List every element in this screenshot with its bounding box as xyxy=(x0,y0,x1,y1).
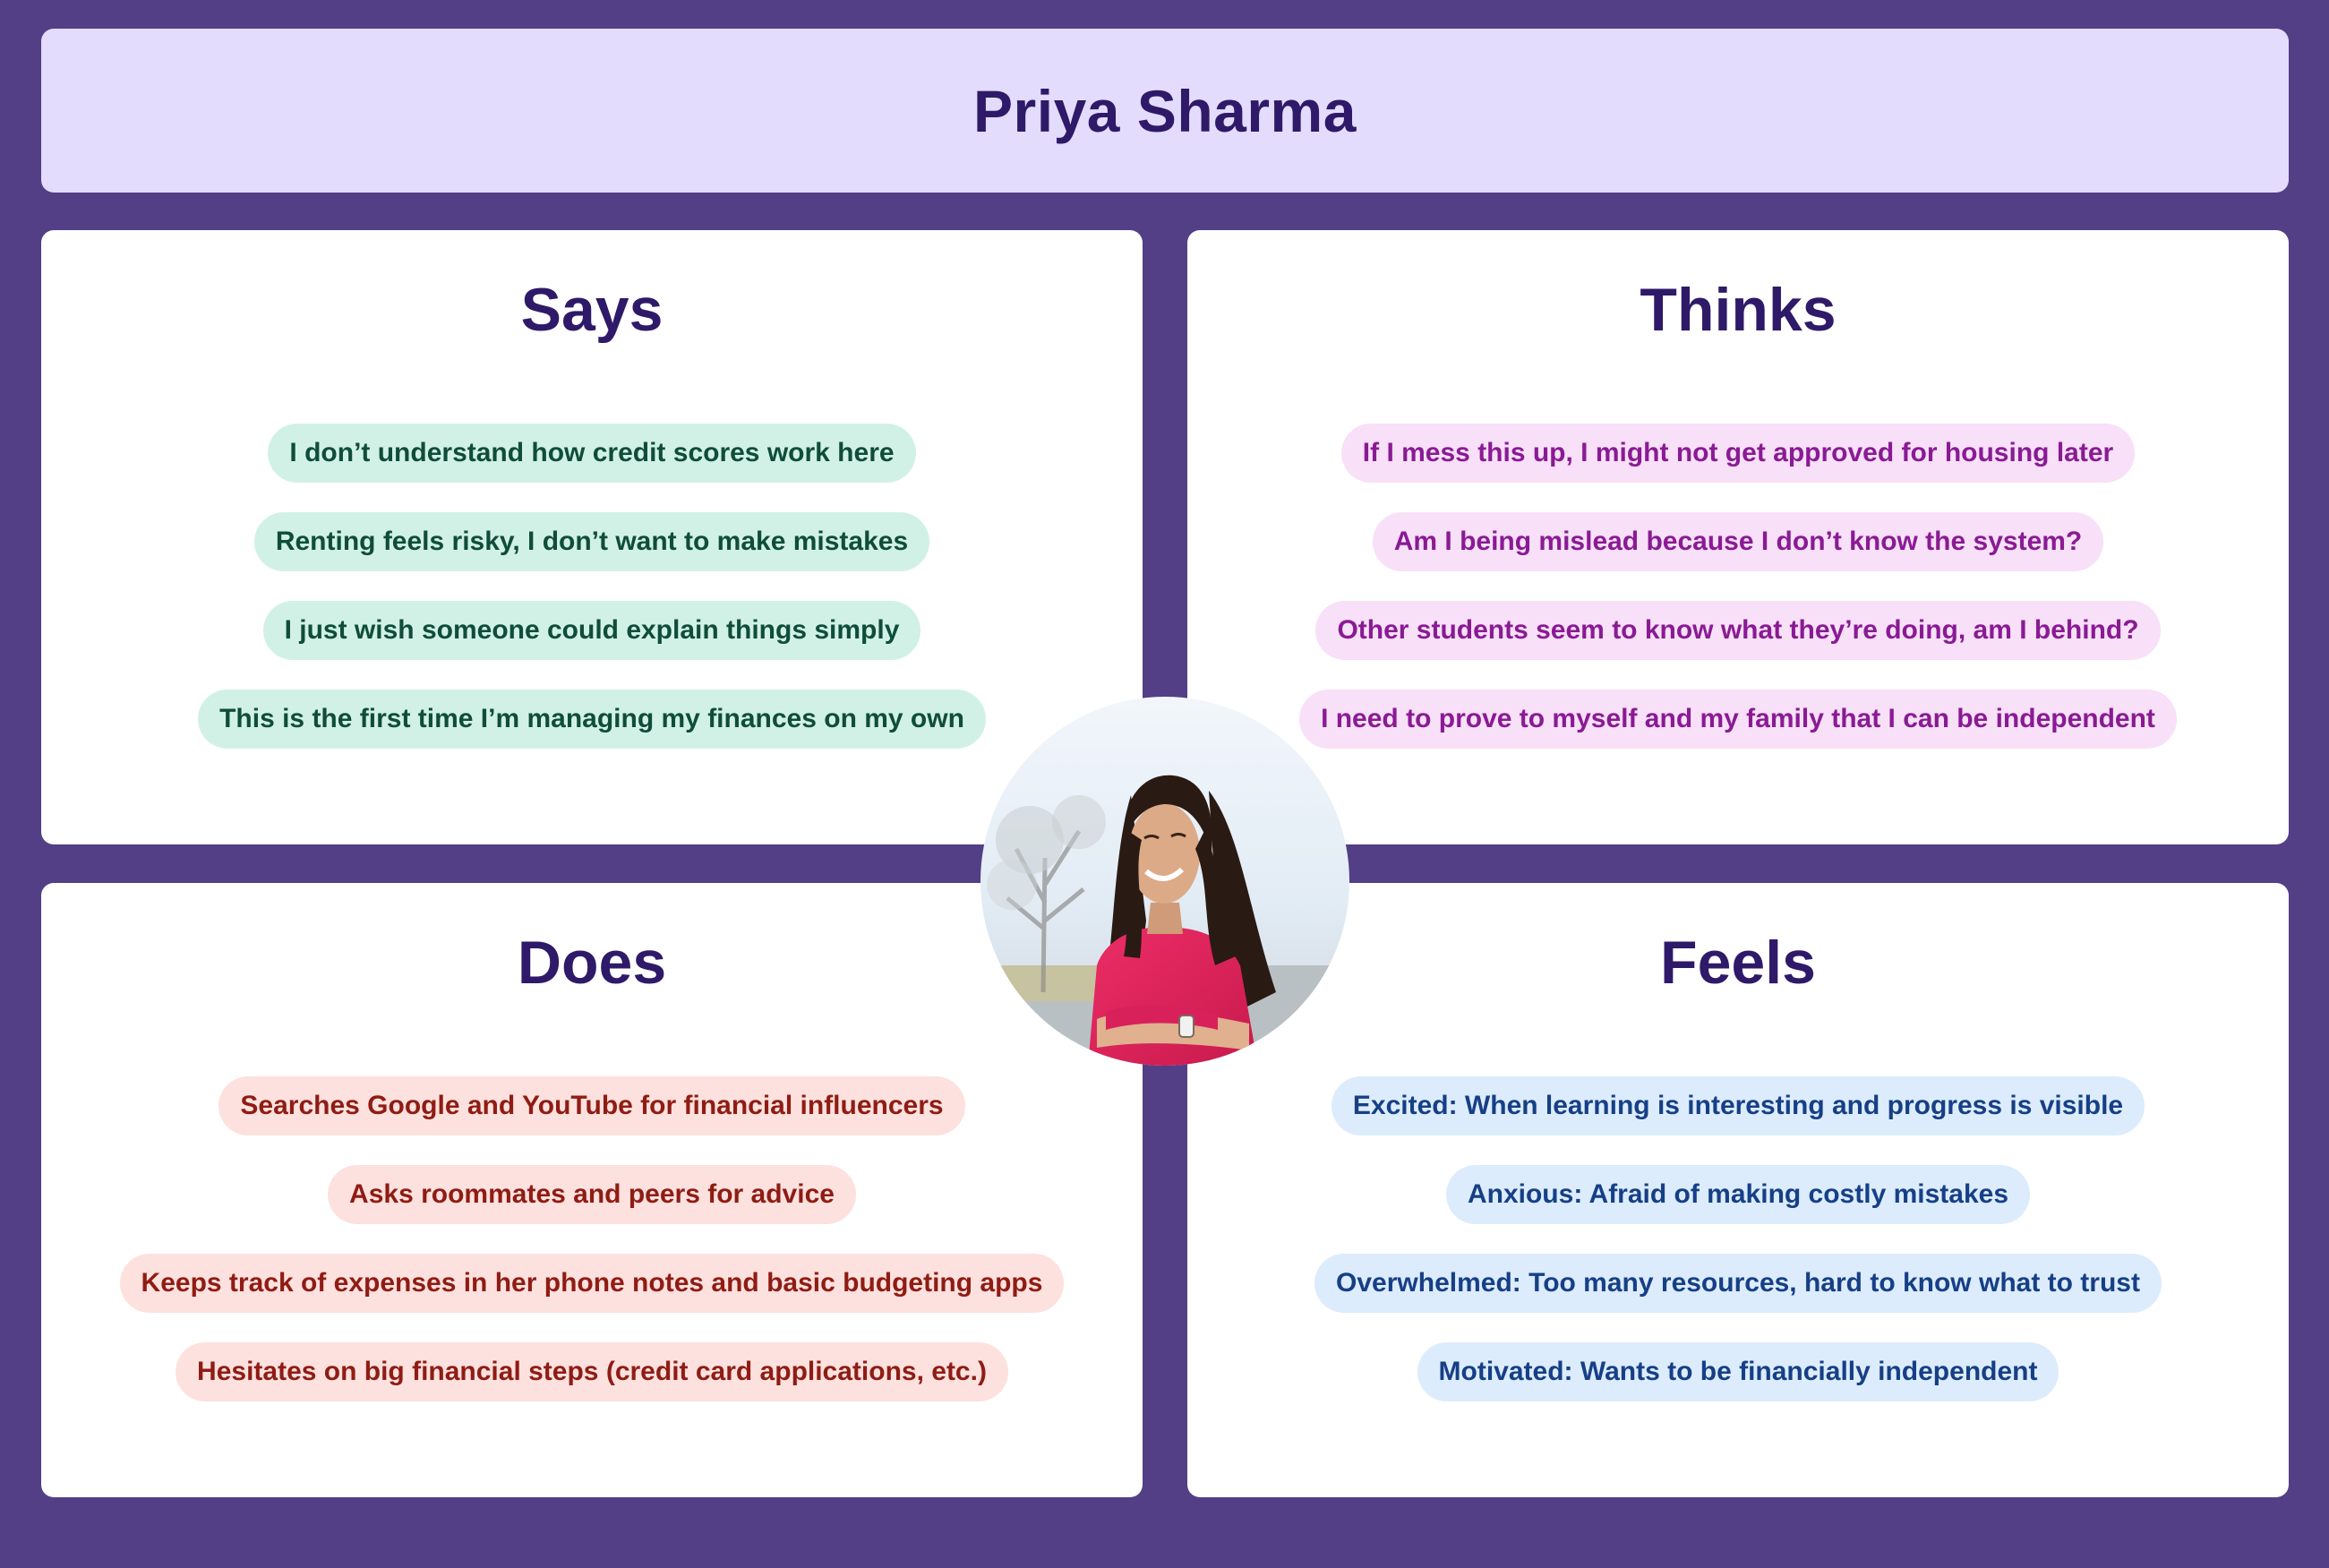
thinks-item: I need to prove to myself and my family … xyxy=(1299,690,2177,749)
does-list: Searches Google and YouTube for financia… xyxy=(41,1076,1143,1431)
thinks-quadrant: Thinks If I mess this up, I might not ge… xyxy=(1187,230,2289,844)
says-item: I don’t understand how credit scores wor… xyxy=(268,424,916,483)
says-item: Renting feels risky, I don’t want to mak… xyxy=(253,512,930,571)
feels-item: Excited: When learning is interesting an… xyxy=(1331,1076,2145,1135)
says-quadrant: Says I don’t understand how credit score… xyxy=(41,230,1143,844)
thinks-title: Thinks xyxy=(1640,276,1837,344)
feels-item: Overwhelmed: Too many resources, hard to… xyxy=(1314,1254,2162,1313)
does-title: Does xyxy=(517,929,667,997)
persona-header: Priya Sharma xyxy=(41,29,2289,193)
says-item: I just wish someone could explain things… xyxy=(262,601,921,660)
says-list: I don’t understand how credit scores wor… xyxy=(41,424,1143,778)
persona-photo xyxy=(980,697,1349,1066)
thinks-item: If I mess this up, I might not get appro… xyxy=(1340,424,2136,483)
does-quadrant: Does Searches Google and YouTube for fin… xyxy=(41,883,1143,1497)
does-item: Asks roommates and peers for advice xyxy=(328,1165,856,1224)
feels-item: Motivated: Wants to be financially indep… xyxy=(1417,1342,2059,1401)
thinks-item: Other students seem to know what they’re… xyxy=(1315,601,2161,660)
feels-quadrant: Feels Excited: When learning is interest… xyxy=(1187,883,2289,1497)
says-item: This is the first time I’m managing my f… xyxy=(198,690,986,749)
does-item: Keeps track of expenses in her phone not… xyxy=(119,1254,1065,1313)
feels-list: Excited: When learning is interesting an… xyxy=(1187,1076,2289,1431)
says-title: Says xyxy=(520,276,664,344)
thinks-item: Am I being mislead because I don’t know … xyxy=(1372,512,2104,571)
feels-title: Feels xyxy=(1660,929,1816,997)
does-item: Searches Google and YouTube for financia… xyxy=(218,1076,965,1135)
persona-name: Priya Sharma xyxy=(973,77,1357,144)
thinks-list: If I mess this up, I might not get appro… xyxy=(1187,424,2289,778)
does-item: Hesitates on big financial steps (credit… xyxy=(176,1342,1008,1401)
feels-item: Anxious: Afraid of making costly mistake… xyxy=(1445,1165,2031,1224)
